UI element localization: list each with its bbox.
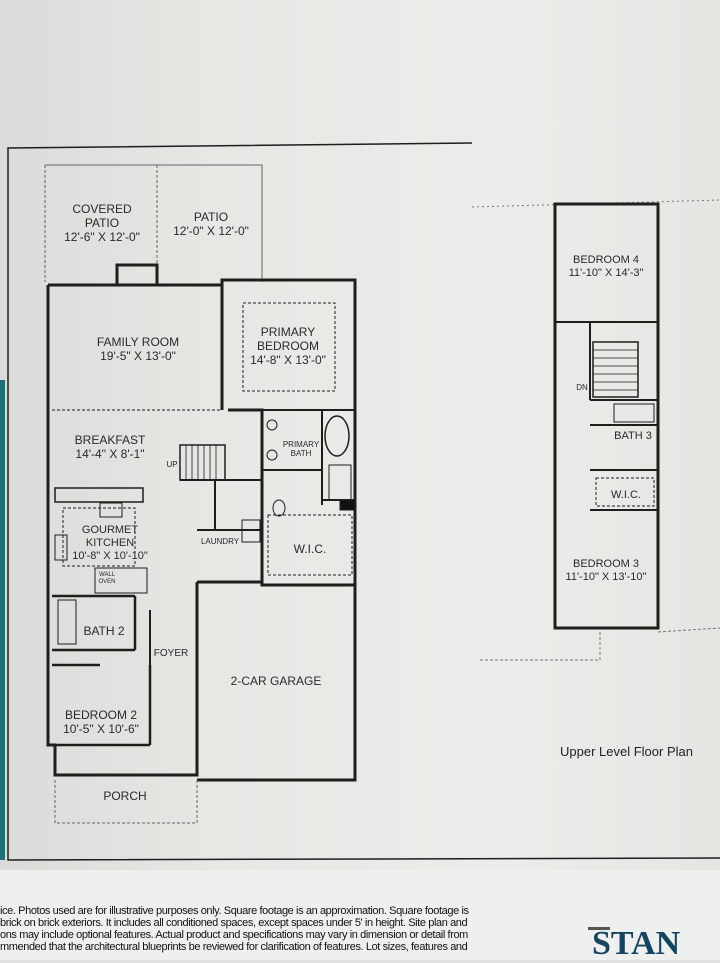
bath2-tub — [57, 599, 77, 645]
room-dims: 11'-10" X 13'-10" — [565, 571, 647, 583]
room-dims: 11'-10" X 14'-3" — [568, 267, 644, 279]
room-dims: 12'-0" X 12'-0" — [173, 224, 249, 238]
label-wic: W.I.C. — [293, 542, 327, 556]
label-foyer: FOYER — [153, 648, 189, 659]
fireplace — [115, 263, 159, 287]
label-porch: PORCH — [103, 789, 147, 803]
disclaimer-band — [0, 870, 720, 960]
room-name: BEDROOM 3 — [572, 558, 640, 570]
tray-ceiling — [242, 302, 336, 392]
room-name: BEDROOM 2 — [64, 708, 137, 722]
label-laundry: LAUNDRY — [200, 537, 240, 546]
upper-floor-exterior-walls — [553, 202, 660, 630]
label-garage: 2-CAR GARAGE — [230, 674, 322, 688]
disclaimer-line: brick on brick exteriors. It includes al… — [0, 917, 468, 929]
floor-plan-sheet — [0, 0, 720, 870]
room-name: GOURMET KITCHEN — [81, 524, 139, 549]
room-dims: 10'-8" X 10'-10" — [72, 550, 148, 562]
label-dn: DN — [576, 383, 588, 392]
room-name: FAMILY ROOM — [96, 335, 180, 349]
disclaimer-line: mmended that the architectural blueprint… — [0, 941, 468, 953]
room-name: PRIMARY BEDROOM — [256, 325, 319, 353]
disclaimer-line: ice. Photos used are for illustrative pu… — [0, 905, 469, 917]
room-name: BEDROOM 4 — [572, 254, 640, 266]
room-dims: 14'-4" X 8'-1" — [75, 447, 145, 461]
label-bath-3: BATH 3 — [614, 430, 652, 442]
shower — [328, 464, 352, 501]
room-name: COVERED PATIO — [72, 202, 132, 230]
upper-stairs — [592, 341, 639, 398]
kitchen-island — [62, 507, 136, 567]
upper-level-caption: Upper Level Floor Plan — [560, 744, 693, 759]
teal-edge-strip — [0, 380, 5, 860]
room-name: PATIO — [193, 210, 229, 224]
room-dims: 14'-8" X 13'-0" — [250, 353, 326, 367]
counter — [54, 487, 144, 503]
porch-outline — [54, 780, 198, 824]
room-dims: 19'-5" X 13'-0" — [100, 349, 176, 363]
patio-outline — [45, 164, 263, 282]
logo-dash — [588, 927, 610, 930]
disclaimer-line: ons may include optional features. Actua… — [0, 929, 468, 941]
stairs — [179, 444, 226, 481]
brand-logo: STAN — [592, 925, 681, 962]
disclaimer-text: ice. Photos used are for illustrative pu… — [0, 905, 545, 953]
toilet — [272, 499, 286, 517]
label-up: UP — [166, 460, 178, 469]
label-primary-bath: PRIMARY BATH — [282, 440, 320, 458]
floor-plan-drawing — [7, 142, 720, 861]
label-wall-oven: WALL OVEN — [98, 572, 116, 585]
room-name: BREAKFAST — [74, 433, 146, 447]
label-upper-wic: W.I.C. — [611, 489, 641, 501]
main-floor-exterior-walls — [48, 278, 357, 782]
bathtub — [324, 415, 350, 457]
label-bath-2: BATH 2 — [83, 624, 125, 638]
room-dims: 10'-5" X 10'-6" — [63, 722, 139, 736]
room-dims: 12'-6" X 12'-0" — [64, 230, 140, 244]
sheet-border — [7, 142, 720, 861]
